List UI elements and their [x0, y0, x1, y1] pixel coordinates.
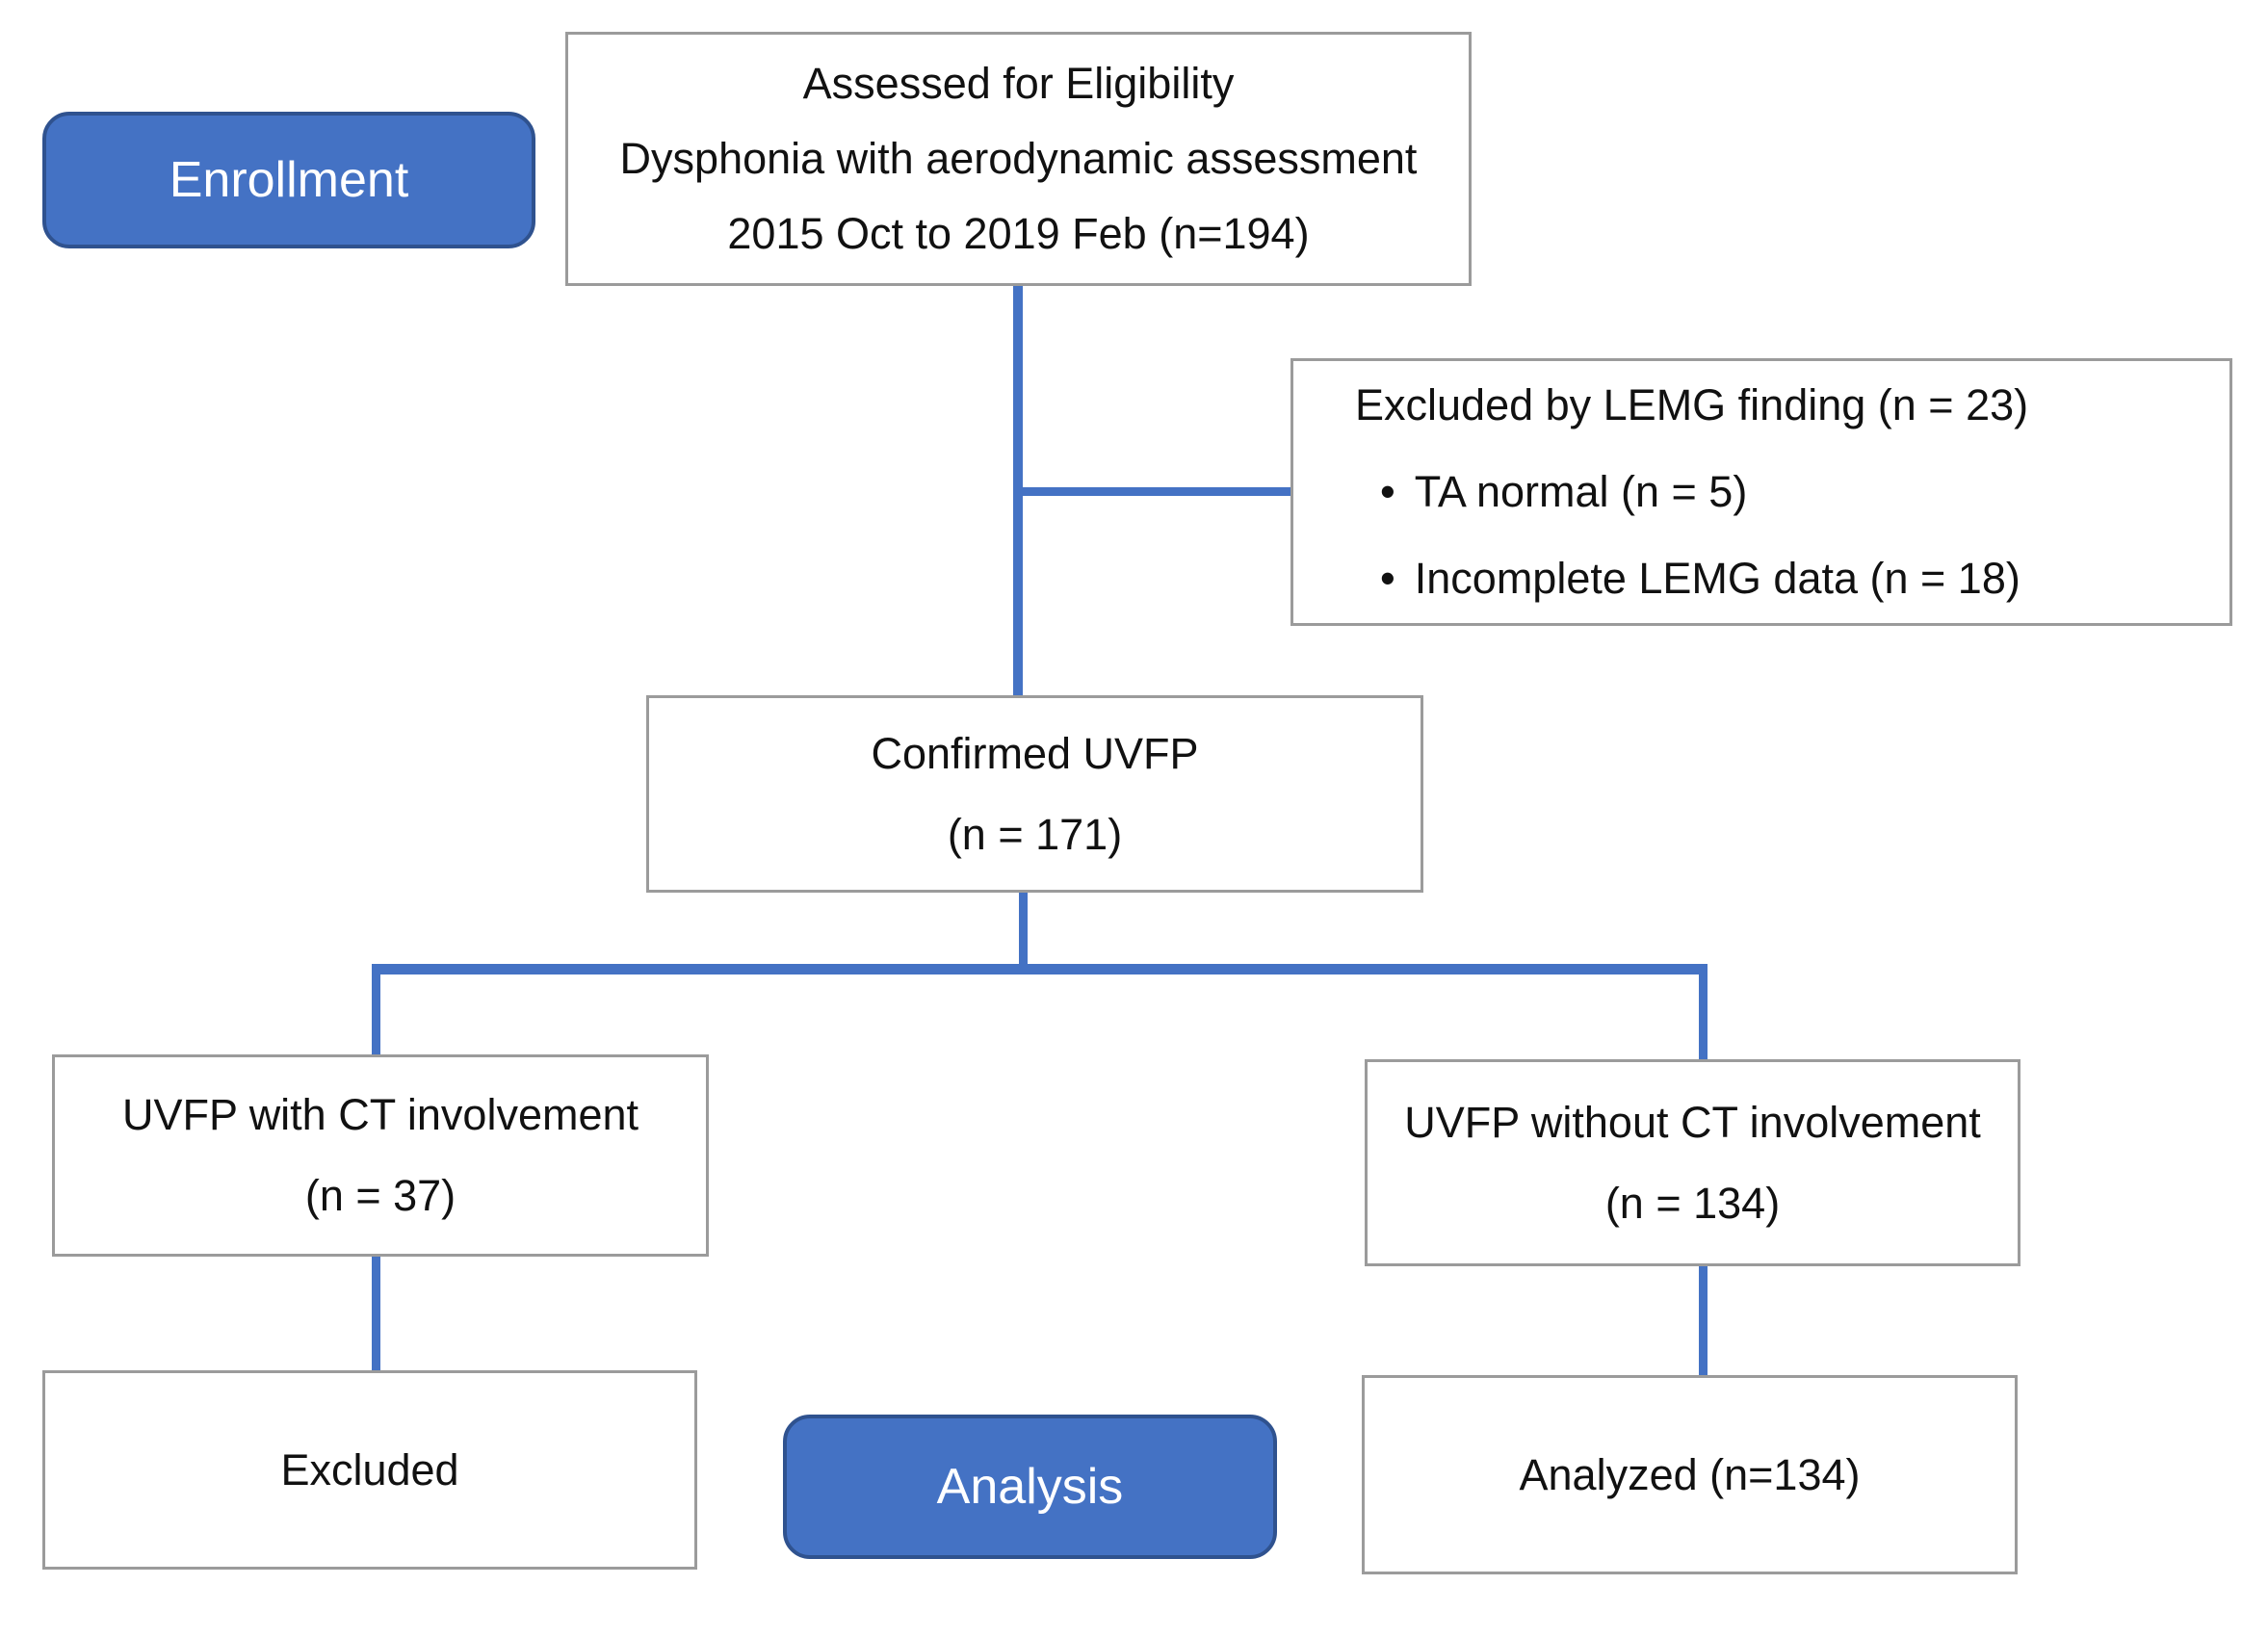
assessed-line-3: 2015 Oct to 2019 Feb (n=194)	[727, 209, 1310, 258]
with-ct-line-1: UVFP with CT involvement	[121, 1090, 639, 1139]
connector-with-ct-to-excluded	[372, 1255, 380, 1372]
excluded-final-box: Excluded	[42, 1370, 697, 1570]
excluded-lemg-title: Excluded by LEMG finding (n = 23)	[1355, 380, 2029, 429]
assessed-box: Assessed for Eligibility Dysphonia with …	[565, 32, 1472, 286]
analyzed-label: Analyzed (n=134)	[1519, 1449, 1861, 1499]
connector-branch-to-excluded-lemg	[1013, 487, 1294, 496]
assessed-line-1: Assessed for Eligibility	[802, 59, 1235, 108]
confirmed-uvfp-box: Confirmed UVFP (n = 171)	[646, 695, 1423, 893]
bullet-icon: •	[1380, 554, 1395, 603]
excluded-lemg-box: Excluded by LEMG finding (n = 23) • TA n…	[1290, 358, 2232, 626]
enrollment-stage-pill: Enrollment	[42, 112, 535, 248]
analyzed-box: Analyzed (n=134)	[1362, 1375, 2018, 1574]
assessed-line-2: Dysphonia with aerodynamic assessment	[619, 134, 1418, 183]
excluded-lemg-bullet-2-text: Incomplete LEMG data (n = 18)	[1414, 554, 2020, 603]
excluded-lemg-bullet-1: • TA normal (n = 5)	[1380, 449, 1747, 535]
without-ct-line-2: (n = 134)	[1604, 1178, 1781, 1228]
confirmed-line-1: Confirmed UVFP	[871, 728, 1199, 778]
excluded-final-label: Excluded	[280, 1444, 459, 1494]
with-ct-line-2: (n = 37)	[304, 1171, 456, 1220]
bullet-icon: •	[1380, 467, 1395, 516]
connector-split-to-without-ct	[1699, 964, 1708, 1061]
connector-split-to-with-ct	[372, 964, 380, 1056]
connector-without-ct-to-analyzed	[1699, 1264, 1708, 1377]
excluded-lemg-bullet-2: • Incomplete LEMG data (n = 18)	[1380, 535, 2020, 622]
uvfp-with-ct-box: UVFP with CT involvement (n = 37)	[52, 1054, 709, 1257]
analysis-stage-label: Analysis	[936, 1459, 1124, 1515]
analysis-stage-pill: Analysis	[783, 1415, 1277, 1559]
confirmed-line-2: (n = 171)	[947, 809, 1123, 859]
without-ct-line-1: UVFP without CT involvement	[1404, 1097, 1981, 1147]
uvfp-without-ct-box: UVFP without CT involvement (n = 134)	[1365, 1059, 2020, 1266]
enrollment-stage-label: Enrollment	[169, 152, 409, 208]
connector-split-bar	[372, 964, 1708, 974]
connector-confirmed-to-split	[1019, 891, 1028, 968]
excluded-lemg-bullet-1-text: TA normal (n = 5)	[1414, 467, 1748, 516]
